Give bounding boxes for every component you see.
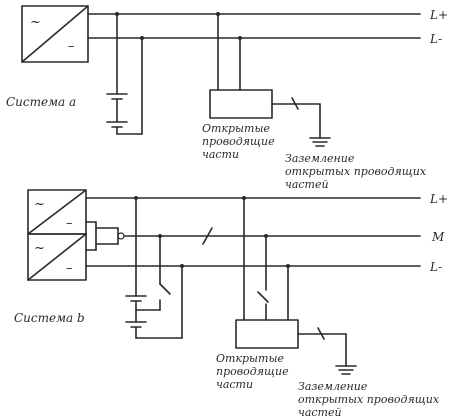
system-b-exposed-line-2: проводящие: [216, 365, 289, 378]
system-a-earthing-line-2: открытых проводящих: [285, 165, 427, 178]
system-b-earthing-line-2: открытых проводящих: [298, 393, 440, 406]
system-a-earthing-line-3: частей: [285, 178, 329, 191]
system-a-label-minus: L-: [429, 32, 442, 46]
system-a-exposed-line-3: части: [202, 148, 239, 161]
system-b-converter-bottom: ~ –: [27, 233, 87, 281]
system-b-earthing-line-1: Заземление: [298, 380, 368, 393]
system-a: ~ – L+ L-: [6, 5, 448, 191]
system-a-converter: ~ –: [21, 5, 89, 63]
system-b-bottom-ac-symbol: ~: [34, 241, 45, 256]
system-a-exposed-line-2: проводящие: [202, 135, 275, 148]
system-b-earthing-line-3: частей: [298, 406, 342, 418]
system-b: ~ – ~ – L+ M L-: [14, 189, 448, 418]
system-b-top-ac-symbol: ~: [34, 197, 45, 212]
system-b-exposed-parts: [235, 196, 357, 375]
system-a-dc-symbol: –: [68, 39, 75, 54]
system-b-top-dc-symbol: –: [66, 216, 73, 231]
system-b-exposed-line-3: части: [216, 378, 253, 391]
system-b-label: Система b: [14, 311, 85, 325]
system-a-exposed-line-1: Открытые: [202, 122, 270, 135]
system-b-label-plus: L+: [429, 192, 448, 206]
system-b-exposed-line-1: Открытые: [216, 352, 284, 365]
system-a-battery: [106, 12, 144, 135]
system-a-exposed-parts: [209, 12, 331, 147]
system-a-earthing-line-1: Заземление: [285, 152, 355, 165]
system-b-label-mid: M: [431, 230, 445, 244]
system-b-bottom-dc-symbol: –: [66, 261, 73, 276]
system-b-label-minus: L-: [429, 260, 442, 274]
system-b-battery: [125, 196, 184, 339]
system-a-label-plus: L+: [429, 8, 448, 22]
system-b-converter-top: ~ –: [27, 189, 87, 235]
system-a-ac-symbol: ~: [30, 15, 41, 30]
system-a-label: Система a: [6, 95, 76, 109]
